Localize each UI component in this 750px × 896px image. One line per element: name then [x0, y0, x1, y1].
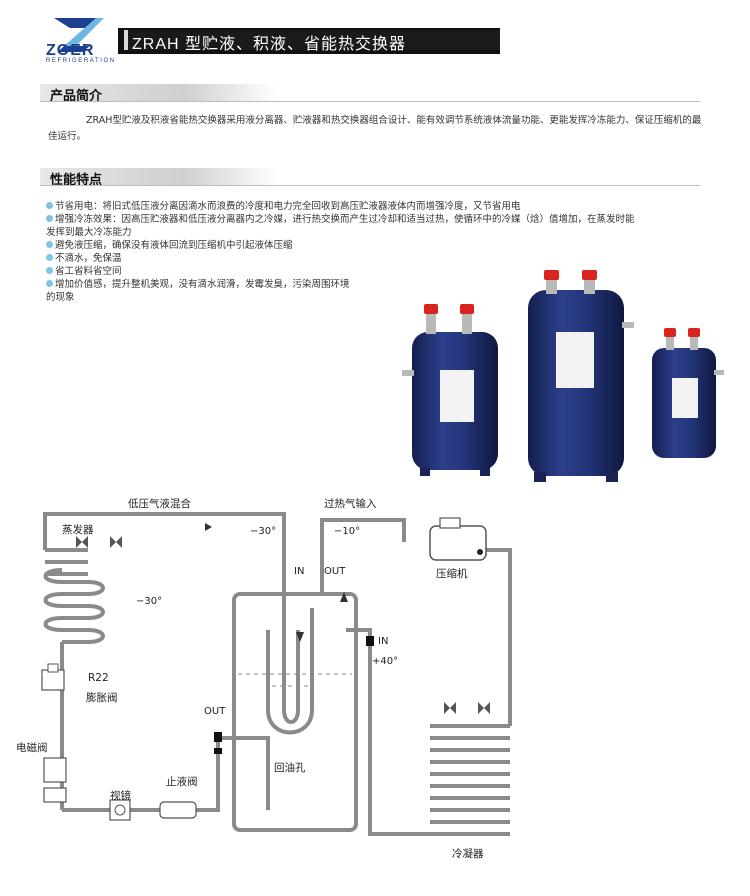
label-out-top: OUT — [324, 566, 346, 577]
features-divider — [40, 185, 700, 186]
compressor-icon — [429, 517, 487, 561]
list-item: 增强冷冻效果：因高压贮液器和低压液分离器内之冷媒，进行热交换而产生过冷却和适当过… — [46, 213, 726, 226]
tank-large-icon — [528, 270, 634, 482]
label-compressor: 压缩机 — [436, 568, 468, 580]
label-condenser: 冷凝器 — [452, 848, 484, 860]
page-title: ZRAH 型贮液、积液、省能热交换器 — [132, 36, 407, 53]
label-out-left: OUT — [204, 706, 226, 717]
intro-section-header: 产品简介 — [40, 84, 278, 104]
brand-name: ZOER — [46, 42, 95, 59]
label-oil-return: 回油孔 — [274, 762, 306, 774]
solenoid-valve-icon — [43, 757, 67, 803]
bullet-dot-icon — [46, 267, 53, 274]
bullet-dot-icon — [46, 202, 53, 209]
label-temp-minus30-left: −30° — [136, 596, 163, 607]
label-check-valve: 止液阀 — [166, 776, 198, 788]
tank-small-icon — [652, 328, 724, 458]
bullet-dot-icon — [46, 215, 53, 222]
sight-glass-icon — [109, 799, 131, 821]
check-valve-icon — [159, 801, 197, 819]
tank-medium-icon — [402, 304, 498, 476]
brand-subtitle: REFRIGERATION — [46, 58, 116, 64]
label-temp-minus30-top: −30° — [250, 526, 277, 537]
label-in-right: IN — [378, 636, 389, 647]
bullet-dot-icon — [46, 280, 53, 287]
label-superheat-input: 过热气输入 — [324, 498, 377, 510]
label-expansion-valve: 膨胀阀 — [86, 692, 118, 704]
label-sight-glass: 视镜 — [110, 790, 131, 802]
refrigeration-cycle-diagram: 低压气液混合 过热气输入 蒸发器 −30° −10° −30° 压缩机 IN O… — [0, 490, 750, 896]
intro-divider — [40, 101, 700, 102]
list-item: 节省用电：将旧式低压液分离因滴水而浪费的冷度和电力完全回收到高压贮液器液体内而增… — [46, 200, 726, 213]
intro-paragraph: ZRAH型贮液及积液省能热交换器采用液分离器、贮液器和热交换器组合设计、能有效调… — [48, 115, 702, 142]
condenser-fan-icon — [444, 702, 490, 714]
list-item: 省工省料省空间 — [46, 265, 726, 278]
zoer-logo-icon — [54, 18, 104, 52]
bullet-dot-icon — [46, 241, 53, 248]
cycle-piping — [41, 512, 512, 836]
features-heading: 性能特点 — [50, 173, 103, 188]
features-section-header: 性能特点 — [40, 168, 278, 188]
bullet-dot-icon — [46, 254, 53, 261]
list-item: 增加价值感，提升整机美观，没有滴水润滑，发霉发臭，污染周围环境 — [46, 278, 726, 291]
label-r22: R22 — [88, 672, 109, 684]
list-item: 避免液压缩，确保没有液体回流到压缩机中引起液体压缩 — [46, 239, 726, 252]
list-item-continuation: 的现象 — [46, 292, 75, 303]
label-temp-minus10: −10° — [334, 526, 361, 537]
label-evaporator: 蒸发器 — [62, 524, 94, 536]
label-low-pressure-mix: 低压气液混合 — [128, 498, 191, 510]
title-bar: ZRAH 型贮液、积液、省能热交换器 — [118, 28, 500, 54]
label-solenoid-valve: 电磁阀 — [16, 742, 48, 754]
product-photo — [402, 270, 724, 482]
list-item-continuation: 发挥到最大冷冻能力 — [46, 227, 132, 238]
intro-heading: 产品简介 — [50, 89, 103, 104]
features-list: 节省用电：将旧式低压液分离因滴水而浪费的冷度和电力完全回收到高压贮液器液体内而增… — [46, 200, 726, 304]
list-item: 不滴水，免保温 — [46, 252, 726, 265]
evaporator-fan-icon — [76, 536, 122, 548]
label-in-top: IN — [294, 566, 305, 577]
label-temp-plus40: +40° — [372, 656, 399, 667]
expansion-valve-icon — [41, 663, 65, 691]
